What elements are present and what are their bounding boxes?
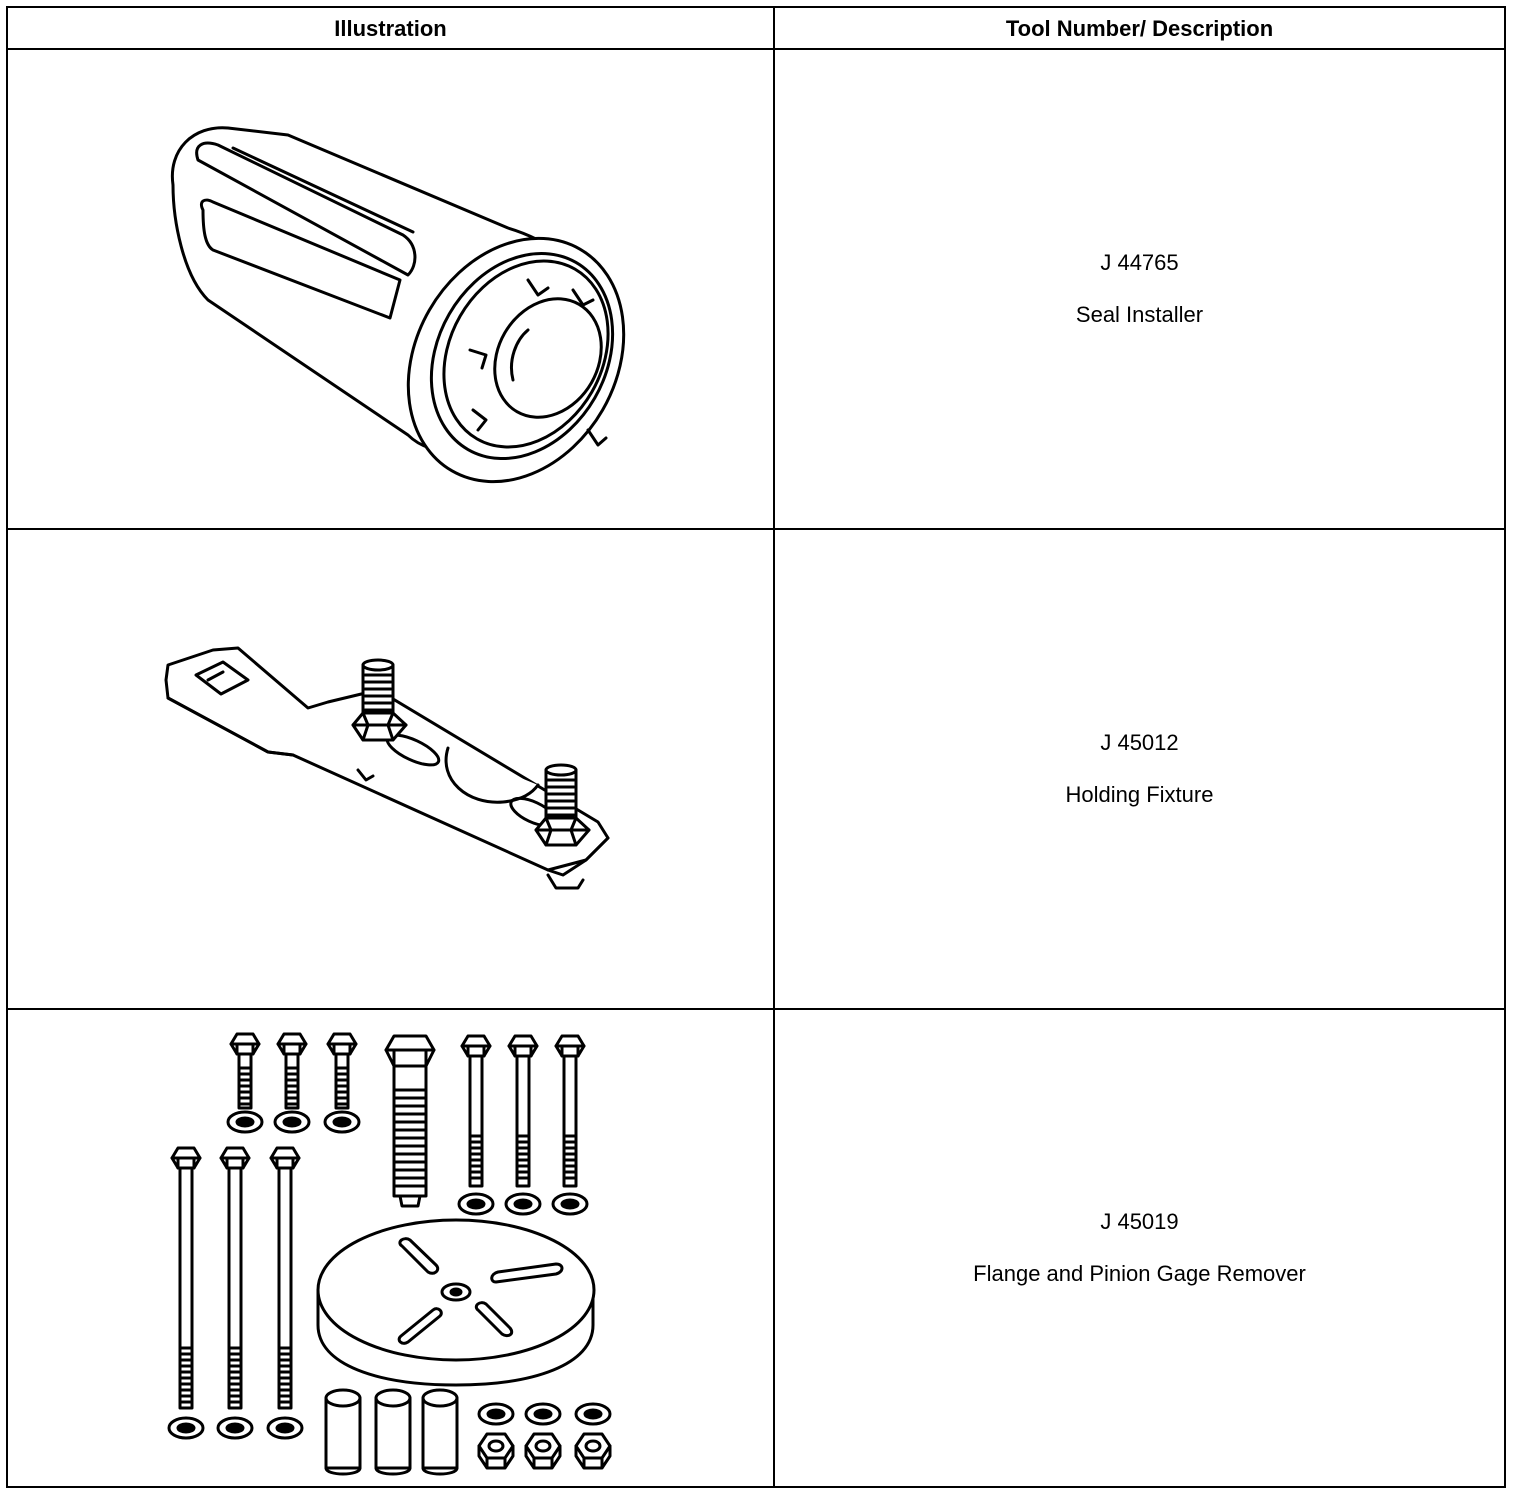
holding-fixture-illustration [8,530,773,1008]
special-tools-table: Illustration Tool Number/ Description [6,6,1506,1488]
tool-number: J 44765 [1100,250,1179,275]
row-divider-2 [8,1008,1504,1010]
tool-description-cell: J 45019 Flange and Pinion Gage Remover [775,1010,1504,1486]
tool-number: J 45019 [1100,1209,1179,1234]
seal-installer-illustration [8,50,773,528]
tool-description-cell: J 44765 Seal Installer [775,50,1504,528]
header-divider [8,48,1504,50]
row-divider-1 [8,528,1504,530]
header-tool-number-description: Tool Number/ Description [1005,16,1274,41]
tool-number: J 45012 [1100,730,1179,755]
column-divider [773,8,775,1486]
tool-description: Seal Installer [1075,302,1204,327]
tool-description: Holding Fixture [1065,782,1214,807]
tool-description: Flange and Pinion Gage Remover [973,1261,1306,1286]
tool-description-cell: J 45012 Holding Fixture [775,530,1504,1008]
flange-pinion-gage-remover-illustration [8,1010,773,1486]
header-illustration: Illustration [334,16,447,41]
